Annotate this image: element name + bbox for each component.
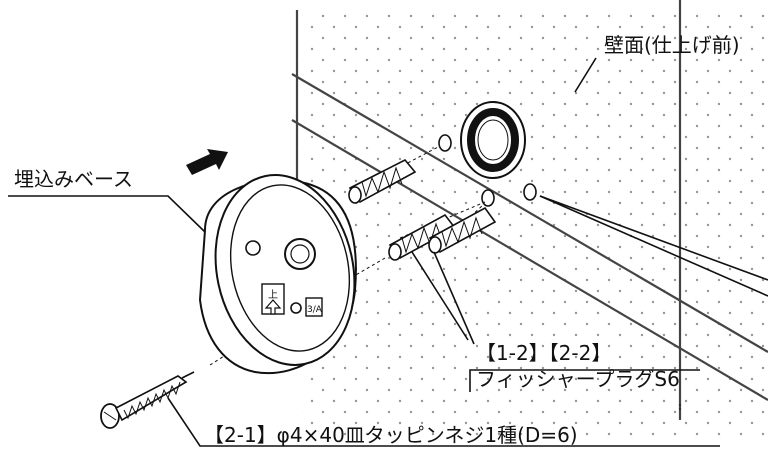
wall-hole-2 bbox=[481, 189, 495, 207]
wall-opening-ring bbox=[460, 101, 526, 179]
embedded-base bbox=[198, 174, 357, 375]
plug-name-label: フィッシャープラグS6 bbox=[476, 367, 680, 391]
screw-label: 【2-1】φ4×40皿タッピンネジ1種(D=6) bbox=[204, 423, 578, 447]
tapping-screw bbox=[100, 371, 195, 429]
wall-plug-1 bbox=[348, 158, 417, 204]
base-side-marking: 3/A bbox=[307, 305, 323, 315]
wall-hole-1 bbox=[438, 134, 452, 152]
alignment-lines bbox=[209, 145, 486, 366]
wall-surface-label: 壁面(仕上げ前) bbox=[604, 33, 740, 57]
svg-text:上: 上 bbox=[268, 289, 278, 301]
wall-hole-3 bbox=[523, 183, 537, 201]
leader-lines bbox=[8, 57, 768, 447]
up-arrow-icon: 上 bbox=[264, 289, 282, 315]
insert-direction-arrow-icon bbox=[186, 149, 228, 175]
embedded-base-label: 埋込みベース bbox=[14, 167, 133, 191]
plug-reference-label: 【1-2】【2-2】 bbox=[476, 341, 611, 365]
